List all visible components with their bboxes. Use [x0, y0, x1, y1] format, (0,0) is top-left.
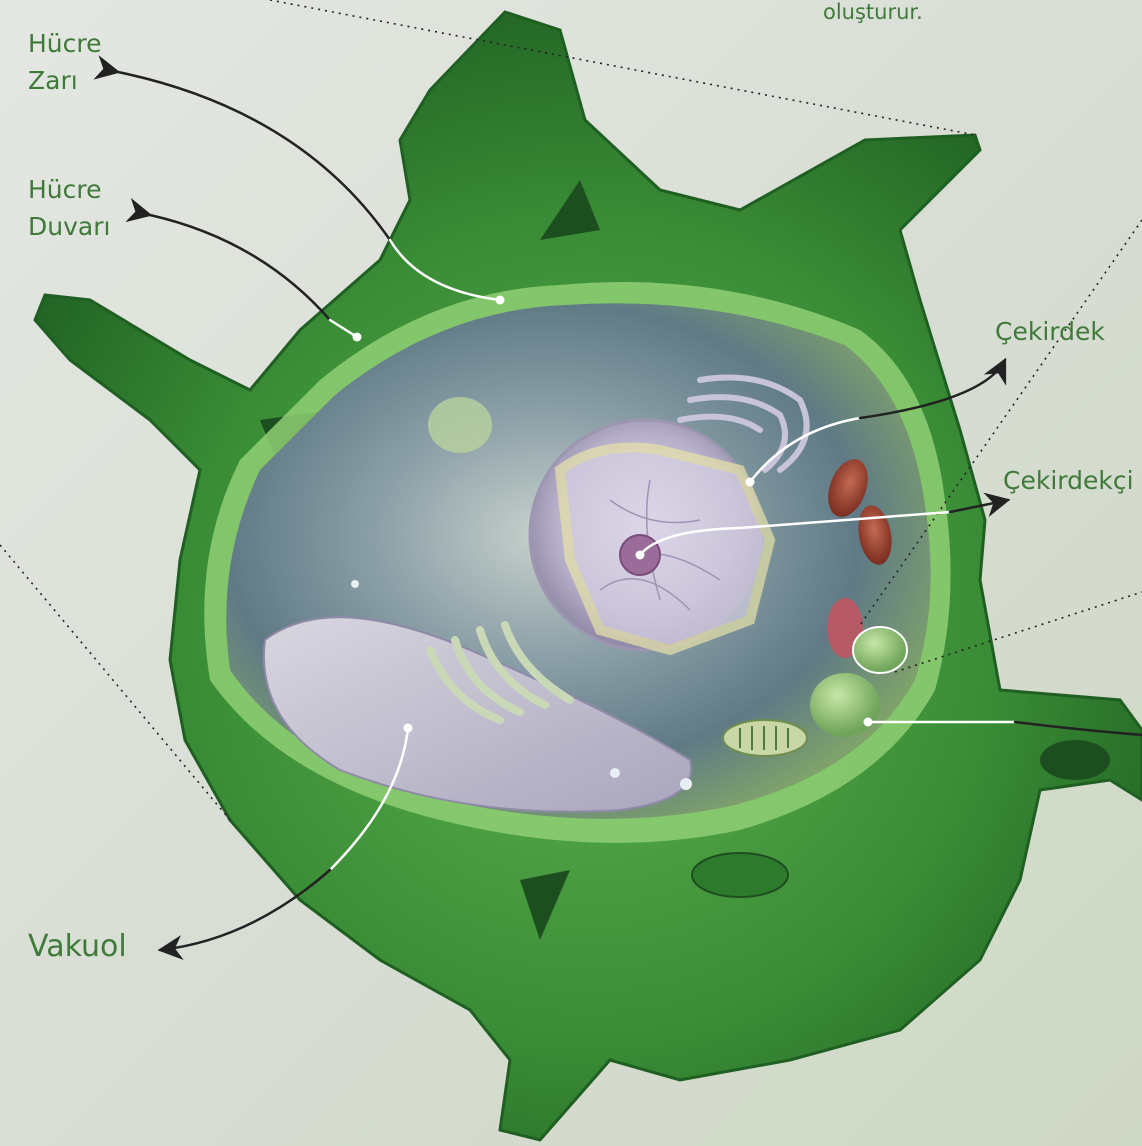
top-caption: oluşturur. — [823, 0, 923, 31]
label-hucre-duvari-line2: Duvarı — [28, 208, 110, 245]
label-cekirdekcik: Çekirdekçi — [1003, 462, 1134, 499]
label-hucre-zari-line2: Zarı — [28, 62, 78, 99]
label-cekirdek: Çekirdek — [995, 313, 1105, 350]
label-hucre-zari-line1: Hücre — [28, 25, 102, 62]
label-hucre-duvari-line1: Hücre — [28, 171, 102, 208]
label-vakuol: Vakuol — [28, 928, 127, 965]
